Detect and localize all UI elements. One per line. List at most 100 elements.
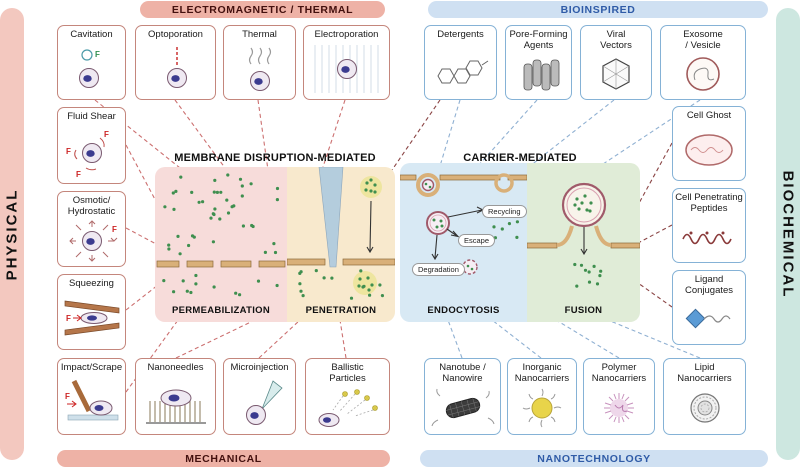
- electromagnetic-thermal-banner: ELECTROMAGNETIC / THERMAL: [140, 1, 385, 18]
- cell-ghost-label: Cell Ghost: [686, 110, 732, 121]
- lipid-nanocarriers-label: Lipid Nanocarriers: [677, 362, 732, 385]
- nanotube-nanowire-icon: [431, 388, 494, 427]
- microinjection-icon: [245, 379, 283, 425]
- cell-ghost-icon: [685, 133, 733, 166]
- inorganic-nanocarriers-box: Inorganic Nanocarriers: [507, 358, 577, 435]
- fluid-shear-icon: F F F: [66, 130, 109, 179]
- recycling-pill: Recycling: [482, 205, 527, 218]
- polymer-nanocarriers-label: Polymer Nanocarriers: [591, 362, 647, 385]
- nanoneedles-label: Nanoneedles: [147, 362, 204, 373]
- ligand-conjugates-label: Ligand Conjugates: [684, 274, 734, 297]
- permeabilization-illustration: [156, 173, 286, 297]
- nanoneedles-box: Nanoneedles: [135, 358, 216, 435]
- ligand-conjugate-icon: [685, 308, 731, 329]
- electroporation-icon: [314, 44, 378, 93]
- lipid-nanocarriers-box: Lipid Nanocarriers: [663, 358, 746, 435]
- optoporation-box: Optoporation: [135, 25, 216, 100]
- exosome-box: Exosome / Vesicle: [660, 25, 746, 100]
- inorganic-nanocarriers-label: Inorganic Nanocarriers: [514, 362, 570, 385]
- ligand-conjugates-box: Ligand Conjugates: [672, 270, 746, 345]
- inorganic-nanocarrier-icon: [522, 388, 562, 428]
- membrane-disruption-panel: PERMEABILIZATION PENETRATION: [155, 167, 395, 322]
- permeabilization-zone: PERMEABILIZATION: [155, 167, 287, 322]
- endocytosis-illustration: [400, 173, 527, 275]
- ballistic-particles-box: Ballistic Particles: [305, 358, 390, 435]
- thermal-icon: [248, 47, 271, 91]
- membrane-disruption-title: MEMBRANE DISRUPTION-MEDIATED: [174, 152, 376, 164]
- escape-pill: Escape: [458, 234, 496, 247]
- biochemical-band-label: BIOCHEMICAL: [779, 170, 797, 298]
- impact-scrape-box: Impact/Scrape F: [57, 358, 126, 435]
- svg-text:F: F: [112, 225, 117, 234]
- penetration-zone: PENETRATION: [287, 167, 395, 322]
- electroporation-box: Electroporation: [303, 25, 390, 100]
- physical-band-label: PHYSICAL: [3, 188, 21, 280]
- pore-forming-box: Pore-Forming Agents: [505, 25, 572, 100]
- fluid-shear-label: Fluid Shear: [67, 111, 116, 122]
- penetration-label: PENETRATION: [305, 305, 377, 316]
- ballistic-particles-icon: [318, 389, 378, 428]
- physical-band: PHYSICAL: [0, 8, 24, 460]
- viral-vectors-label: Viral Vectors: [600, 29, 632, 52]
- svg-text:F: F: [95, 50, 100, 59]
- svg-text:F: F: [66, 147, 71, 156]
- squeezing-icon: F: [64, 300, 119, 336]
- impact-scrape-icon: F: [65, 379, 118, 420]
- permeabilization-label: PERMEABILIZATION: [171, 305, 271, 316]
- cpp-box: Cell Penetrating Peptides: [672, 188, 746, 263]
- detergents-icon: [436, 60, 488, 83]
- endocytosis-label: ENDOCYTOSIS: [427, 305, 500, 316]
- detergents-box: Detergents: [424, 25, 497, 100]
- cavitation-box: Cavitation F: [57, 25, 126, 100]
- carrier-mediated-title: CARRIER-MEDIATED: [463, 152, 577, 164]
- optoporation-label: Optoporation: [148, 29, 203, 40]
- impact-scrape-label: Impact/Scrape: [60, 362, 123, 373]
- polymer-nanocarrier-icon: [604, 393, 634, 424]
- polymer-nanocarriers-box: Polymer Nanocarriers: [583, 358, 655, 435]
- nanotube-box: Nanotube / Nanowire: [424, 358, 501, 435]
- exosome-vesicle-icon: [686, 57, 720, 91]
- cpp-label: Cell Penetrating Peptides: [675, 192, 743, 215]
- carrier-mediated-panel: ENDOCYTOSIS FUSION Recycling Escape Degr…: [400, 163, 640, 322]
- svg-text:F: F: [65, 392, 70, 401]
- squeezing-label: Squeezing: [69, 278, 114, 289]
- svg-text:F: F: [104, 130, 109, 139]
- nanoneedles-icon: [145, 389, 206, 424]
- pore-forming-label: Pore-Forming Agents: [509, 29, 568, 52]
- squeezing-box: Squeezing F: [57, 274, 126, 350]
- osmotic-box: Osmotic/ Hydrostatic F: [57, 191, 126, 267]
- microinjection-label: Microinjection: [230, 362, 289, 373]
- degradation-pill: Degradation: [412, 263, 465, 276]
- mechanical-banner: MECHANICAL: [57, 450, 390, 467]
- osmotic-hydrostatic-icon: F: [68, 219, 117, 262]
- cavitation-label: Cavitation: [70, 29, 113, 40]
- detergents-label: Detergents: [437, 29, 484, 40]
- fusion-illustration: [527, 182, 640, 288]
- svg-text:F: F: [66, 314, 71, 323]
- penetration-illustration: [287, 167, 395, 300]
- svg-text:F: F: [76, 170, 81, 179]
- exosome-label: Exosome / Vesicle: [683, 29, 723, 52]
- nanotechnology-banner: NANOTECHNOLOGY: [420, 450, 768, 467]
- fusion-label: FUSION: [564, 305, 603, 316]
- cavitation-icon: F: [78, 48, 100, 88]
- ballistic-particles-label: Ballistic Particles: [329, 362, 366, 385]
- fusion-zone: FUSION: [527, 163, 640, 322]
- thermal-label: Thermal: [242, 29, 277, 40]
- lipid-nanocarrier-icon: [689, 393, 720, 423]
- cell-ghost-box: Cell Ghost: [672, 106, 746, 181]
- fluid-shear-box: Fluid Shear F F F: [57, 107, 126, 184]
- thermal-box: Thermal: [223, 25, 296, 100]
- viral-vector-icon: [602, 58, 630, 90]
- nanotube-label: Nanotube / Nanowire: [439, 362, 486, 385]
- optoporation-icon: [166, 46, 187, 88]
- microinjection-box: Microinjection: [223, 358, 296, 435]
- viral-vectors-box: Viral Vectors: [580, 25, 652, 100]
- pore-forming-agents-icon: [523, 59, 559, 91]
- osmotic-label: Osmotic/ Hydrostatic: [67, 195, 116, 218]
- electroporation-label: Electroporation: [314, 29, 379, 40]
- bioinspired-banner: BIOINSPIRED: [428, 1, 768, 18]
- biochemical-band: BIOCHEMICAL: [776, 8, 800, 460]
